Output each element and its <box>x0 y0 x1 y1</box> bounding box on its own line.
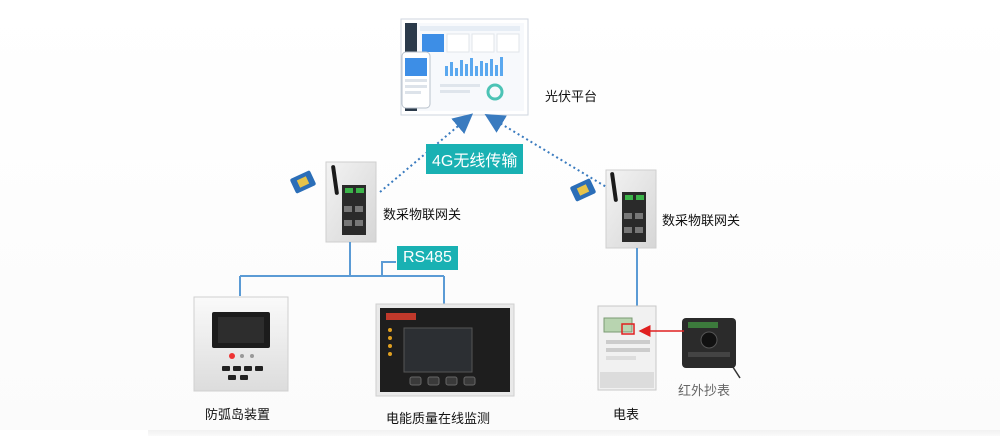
gateway-right-device <box>605 169 657 249</box>
power-quality-device <box>375 303 515 397</box>
anti-islanding-device <box>193 296 289 392</box>
ir-reader-device <box>682 318 741 379</box>
ir-reader-label: 红外抄表 <box>678 383 731 398</box>
sim-card-right-icon <box>570 178 596 202</box>
rs485-badge: RS485 <box>397 246 458 270</box>
rs485-bus <box>239 242 445 304</box>
platform-label: 光伏平台 <box>545 89 598 104</box>
sim-card-left-icon <box>290 170 316 194</box>
wireless-link-right <box>484 113 619 195</box>
anti-islanding-label: 防弧岛装置 <box>205 407 271 422</box>
power-quality-label: 电能质量在线监测 <box>386 411 491 426</box>
gateway-left-device <box>325 161 377 243</box>
electric-meter-device <box>597 305 657 391</box>
gateway-left-label: 数采物联网关 <box>383 207 462 222</box>
gateway-right-label: 数采物联网关 <box>662 213 741 228</box>
platform-screen <box>400 18 529 116</box>
wireless-badge: 4G无线传输 <box>426 144 524 174</box>
floor-shadow <box>148 430 1000 436</box>
meter-label: 电表 <box>613 407 640 422</box>
platform-phone <box>401 51 431 109</box>
